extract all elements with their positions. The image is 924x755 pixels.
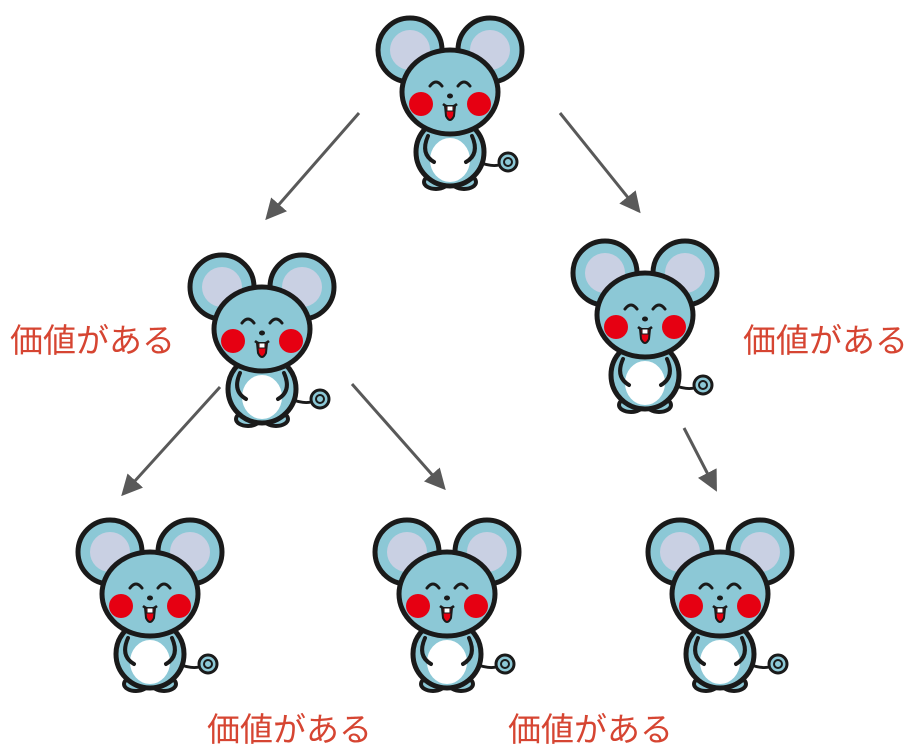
arrow-icon <box>121 385 222 497</box>
mouse-icon <box>573 241 717 412</box>
mouse-icon <box>378 18 522 189</box>
mice-layer <box>78 18 792 691</box>
mouse-icon <box>78 520 222 691</box>
arrow-icon <box>558 112 641 214</box>
arrow-icon <box>350 383 446 491</box>
value-label: 価値がある <box>743 321 908 360</box>
mouse-icon <box>190 255 334 426</box>
value-label: 価値がある <box>508 710 673 749</box>
arrow-icon <box>265 112 361 221</box>
value-label: 価値がある <box>10 321 175 360</box>
value-label: 価値がある <box>207 710 372 749</box>
arrows-layer <box>121 112 717 497</box>
mouse-icon <box>648 520 792 691</box>
arrow-icon <box>682 427 717 492</box>
mouse-icon <box>375 520 519 691</box>
